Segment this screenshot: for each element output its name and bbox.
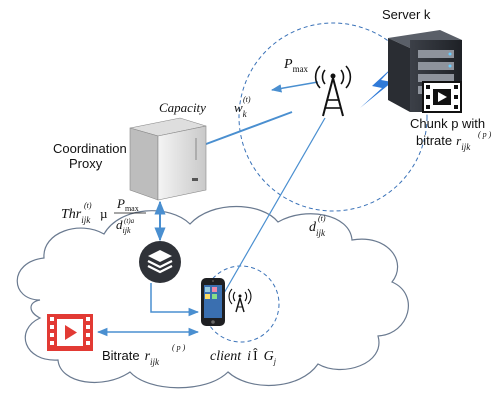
bitrate-r-sup: ( p ) — [172, 343, 186, 352]
pmax-label: Pmax — [283, 57, 309, 74]
throughput-formula: Thrijk — [61, 207, 91, 225]
capacity-sup: (t) — [243, 95, 251, 104]
phone-icon — [201, 278, 225, 326]
server-coverage-circle — [238, 22, 428, 212]
capacity-arrow — [188, 111, 293, 151]
tower-icon — [314, 65, 352, 117]
proxy-tower-icon — [129, 117, 207, 201]
proxy-label-line2: Proxy — [69, 156, 103, 171]
frac-numerator: Pmax — [116, 196, 139, 213]
distance-line — [219, 117, 326, 301]
distance-sup: (t) — [318, 214, 326, 223]
layers-icon — [139, 241, 181, 283]
frac-denominator: dijk — [116, 217, 131, 235]
chunk-label-line1: Chunk p with — [410, 116, 485, 131]
video-film-icon — [422, 81, 462, 113]
chunk-r-sup: ( p ) — [478, 130, 492, 139]
proxy-label-line1: Coordination — [53, 141, 127, 156]
frac-den-sup: (t)a — [124, 217, 135, 225]
mu-symbol: µ — [100, 206, 108, 221]
distance-label: dijk — [309, 220, 326, 238]
lightning-icon — [360, 64, 396, 108]
client-tower-icon — [228, 288, 252, 313]
layers-client-arrow — [150, 283, 200, 317]
pmax-arrow — [270, 81, 319, 93]
video-red-icon — [47, 314, 93, 351]
server-label: Server k — [382, 7, 431, 22]
thr-sup: (t) — [84, 201, 92, 210]
